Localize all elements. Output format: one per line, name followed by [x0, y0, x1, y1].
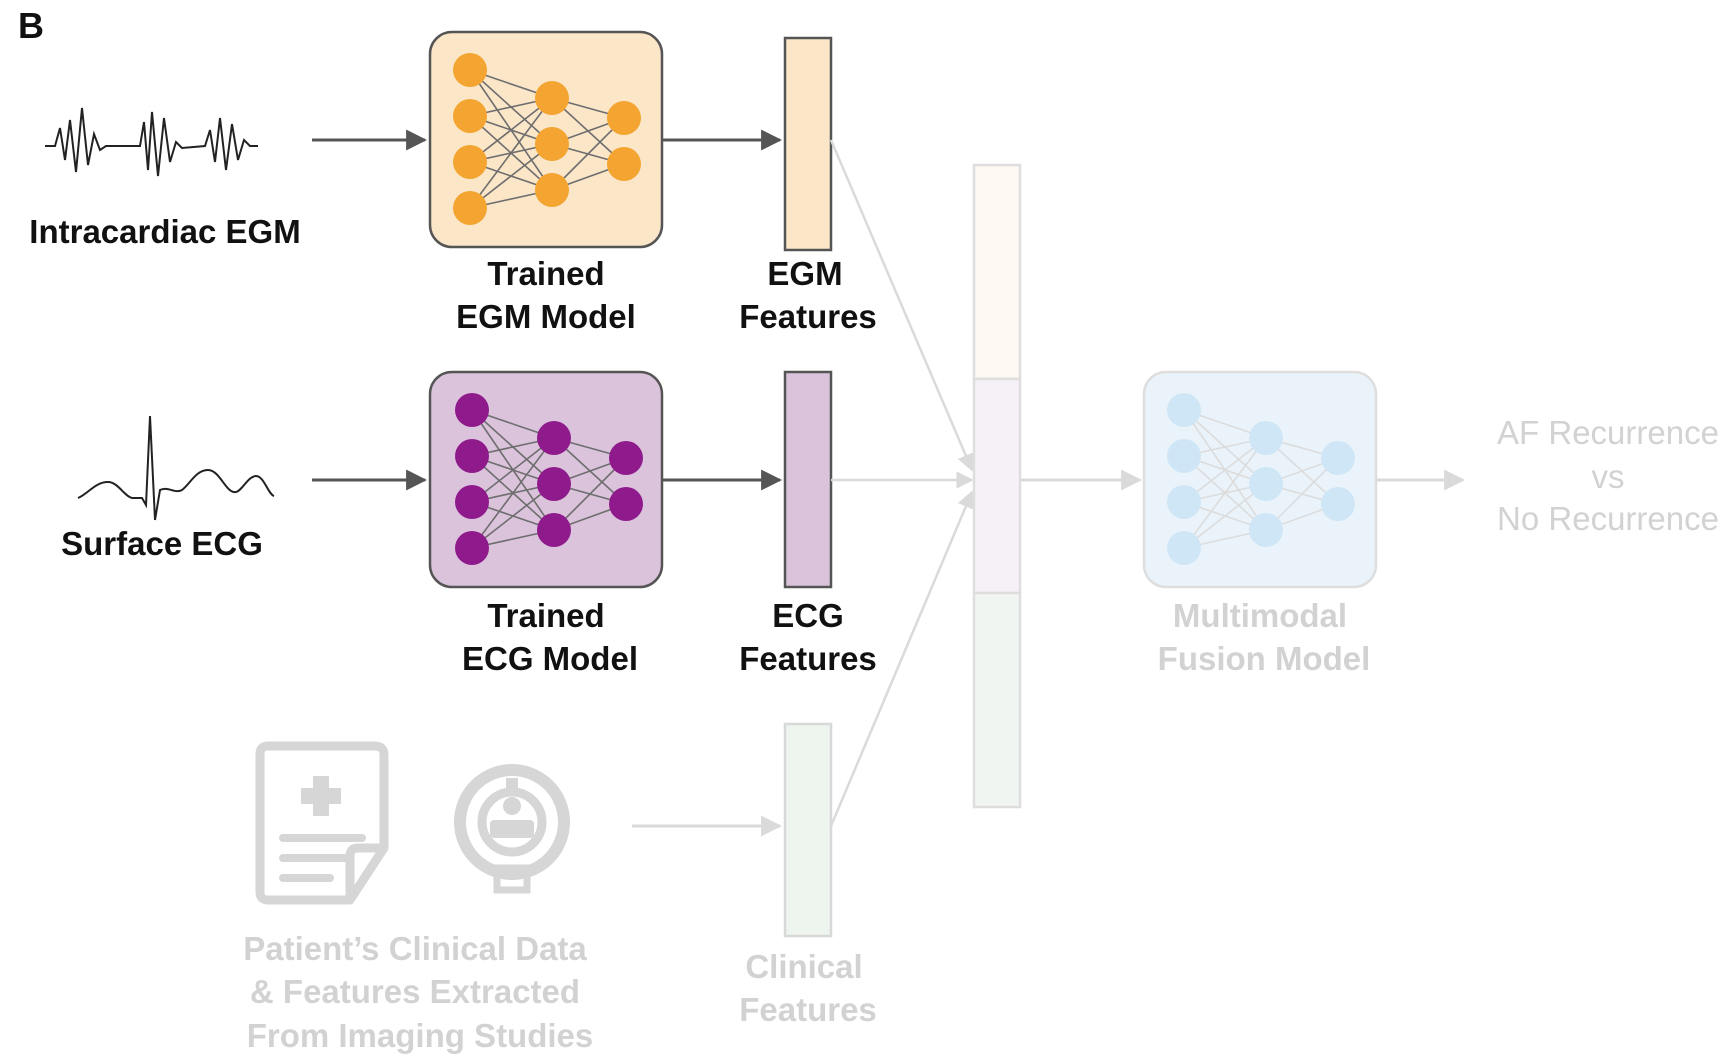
network-node	[1167, 485, 1201, 519]
output-label-line3: No Recurrence	[1497, 500, 1719, 537]
network-edge	[1183, 483, 1267, 549]
clinical-input-label-line1: Patient’s Clinical Data	[243, 930, 587, 967]
network-node	[453, 99, 487, 133]
network-edge	[1183, 437, 1267, 549]
network-node	[535, 127, 569, 161]
egm-to-concat-arrow	[829, 139, 974, 472]
ecg-input-label: Surface ECG	[61, 525, 263, 562]
egm-features-label-line1: EGM	[767, 255, 842, 292]
network-edge	[469, 97, 553, 163]
network-node	[1321, 487, 1355, 521]
egm-model-label-line1: Trained	[487, 255, 604, 292]
network-node	[1167, 531, 1201, 565]
network-node	[609, 441, 643, 475]
egm-waveform-icon	[45, 107, 258, 177]
network-node	[607, 101, 641, 135]
clinical-features-label-line1: Clinical	[745, 948, 862, 985]
ecg-features-label-line2: Features	[739, 640, 877, 677]
medical-record-icon	[255, 741, 389, 905]
network-node	[1167, 439, 1201, 473]
clinical-input-label-line2: & Features Extracted	[250, 973, 580, 1010]
fusion-network-icon	[1167, 393, 1355, 565]
egm-network-icon	[453, 53, 641, 225]
ecg-model-label-line1: Trained	[487, 597, 604, 634]
network-node	[1167, 393, 1201, 427]
egm-model-box	[428, 30, 664, 249]
clinical-input-label-line3: From Imaging Studies	[247, 1017, 594, 1054]
network-node	[537, 513, 571, 547]
ecg-features-label-line1: ECG	[772, 597, 844, 634]
network-node	[453, 53, 487, 87]
fusion-model-label-line2: Fusion Model	[1158, 640, 1371, 677]
clinical-features-label-line2: Features	[739, 991, 877, 1028]
ecg-waveform-icon	[77, 415, 275, 521]
network-node	[607, 147, 641, 181]
network-edge	[471, 437, 555, 549]
network-node	[1249, 467, 1283, 501]
network-edge	[469, 143, 553, 209]
network-edge	[469, 97, 553, 209]
egm-model-label-line2: EGM Model	[456, 298, 636, 335]
egm-features-label-line2: Features	[739, 298, 877, 335]
egm-input-label: Intracardiac EGM	[29, 213, 300, 250]
network-node	[455, 439, 489, 473]
ecg-model-box	[428, 370, 664, 589]
network-node	[1249, 513, 1283, 547]
clinical-feature-vector	[783, 722, 833, 938]
network-node	[453, 191, 487, 225]
network-node	[1321, 441, 1355, 475]
ecg-feature-vector	[783, 370, 833, 589]
mri-scanner-icon	[454, 764, 570, 894]
network-node	[609, 487, 643, 521]
output-label-line2: vs	[1592, 458, 1625, 495]
clinical-to-concat-arrow	[829, 490, 974, 827]
network-node	[535, 81, 569, 115]
network-node	[537, 421, 571, 455]
network-node	[455, 485, 489, 519]
network-node	[453, 145, 487, 179]
network-node	[455, 393, 489, 427]
fusion-model-box	[1142, 370, 1378, 589]
fusion-model-label-line1: Multimodal	[1173, 597, 1347, 634]
network-node	[1249, 421, 1283, 455]
network-edge	[471, 483, 555, 549]
panel-label: B	[18, 5, 44, 46]
ecg-network-icon	[455, 393, 643, 565]
network-node	[455, 531, 489, 565]
output-label-line1: AF Recurrence	[1497, 414, 1719, 451]
network-node	[535, 173, 569, 207]
network-node	[537, 467, 571, 501]
ecg-model-label-line2: ECG Model	[462, 640, 638, 677]
concatenated-feature-vector	[972, 163, 1022, 809]
network-edge	[1183, 437, 1267, 503]
egm-feature-vector	[783, 36, 833, 252]
network-edge	[471, 437, 555, 503]
